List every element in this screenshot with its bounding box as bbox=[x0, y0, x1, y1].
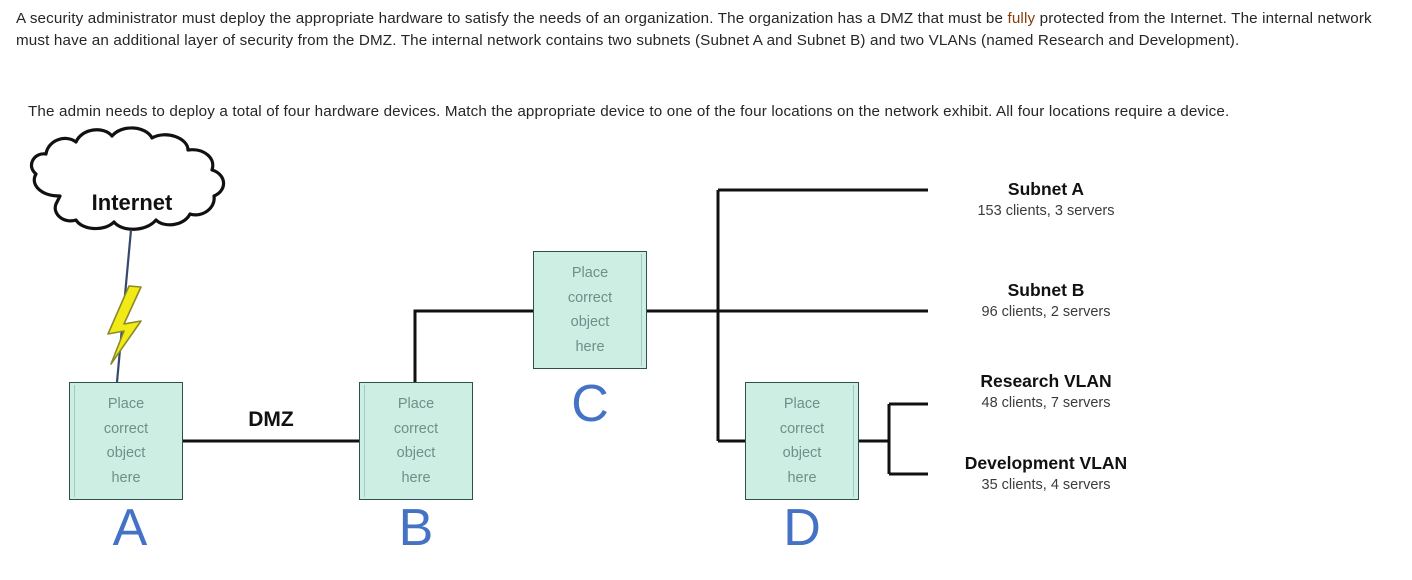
box-inner-rule bbox=[853, 385, 854, 497]
segment-title: Subnet A bbox=[1007, 179, 1085, 199]
segment-title: Research VLAN bbox=[980, 371, 1112, 391]
segment-title: Development VLAN bbox=[964, 453, 1128, 473]
placeholder-line-4: here bbox=[111, 469, 141, 486]
placeholder-line-2: correct bbox=[103, 420, 149, 437]
prompt-highlight-fully: fully bbox=[1007, 10, 1036, 27]
placeholder-line-3: object bbox=[396, 445, 436, 461]
box-inner-rule bbox=[364, 385, 365, 497]
cloud-icon bbox=[30, 126, 226, 231]
prompt-text-lead: A security administrator must deploy the… bbox=[16, 10, 1008, 27]
placeholder-line-4: here bbox=[401, 469, 431, 486]
location-letter-d: D bbox=[783, 499, 821, 557]
placeholder-line-3: object bbox=[106, 445, 146, 461]
placeholder-line-2: correct bbox=[567, 289, 613, 306]
drop-zone-c[interactable]: Place correct object here bbox=[533, 251, 647, 369]
placeholder-line-3: object bbox=[782, 445, 822, 461]
segment-development-vlan: Development VLAN 35 clients, 4 servers bbox=[918, 452, 1174, 496]
segment-detail: 35 clients, 4 servers bbox=[981, 477, 1111, 493]
location-letter-a: A bbox=[112, 499, 148, 557]
segment-title: Subnet B bbox=[1007, 280, 1085, 300]
segment-subnet-b: Subnet B 96 clients, 2 servers bbox=[938, 279, 1154, 323]
placeholder-line-3: object bbox=[570, 314, 610, 330]
segment-detail: 153 clients, 3 servers bbox=[977, 203, 1115, 219]
internet-cloud-label: Internet bbox=[91, 190, 173, 215]
segment-subnet-a: Subnet A 153 clients, 3 servers bbox=[938, 178, 1154, 222]
prompt-text-tail: protected from the Internet. The interna… bbox=[16, 10, 1372, 49]
placeholder-line-1: Place bbox=[397, 396, 435, 412]
drop-zone-a[interactable]: Place correct object here bbox=[69, 382, 183, 500]
link-b-to-c bbox=[413, 309, 533, 382]
placeholder-line-4: here bbox=[787, 469, 817, 486]
placeholder-line-2: correct bbox=[779, 420, 825, 437]
prompt-paragraph-2: The admin needs to deploy a total of fou… bbox=[28, 103, 1230, 120]
segment-detail: 96 clients, 2 servers bbox=[981, 304, 1111, 320]
location-letter-b: B bbox=[398, 499, 434, 557]
placeholder-line-2: correct bbox=[393, 420, 439, 437]
box-inner-rule bbox=[641, 254, 642, 366]
drop-zone-d[interactable]: Place correct object here bbox=[745, 382, 859, 500]
segment-detail: 48 clients, 7 servers bbox=[981, 395, 1111, 411]
segment-research-vlan: Research VLAN 48 clients, 7 servers bbox=[938, 370, 1154, 414]
prompt-paragraph-1: A security administrator must deploy the… bbox=[16, 8, 1406, 52]
location-letter-c: C bbox=[571, 375, 609, 433]
drop-zone-b[interactable]: Place correct object here bbox=[359, 382, 473, 500]
lightning-bolt-icon bbox=[107, 285, 142, 365]
placeholder-line-1: Place bbox=[107, 396, 145, 412]
box-inner-rule bbox=[74, 385, 75, 497]
placeholder-line-1: Place bbox=[783, 396, 821, 412]
dmz-label: DMZ bbox=[248, 408, 294, 431]
placeholder-line-1: Place bbox=[571, 265, 609, 281]
placeholder-line-4: here bbox=[575, 338, 605, 355]
